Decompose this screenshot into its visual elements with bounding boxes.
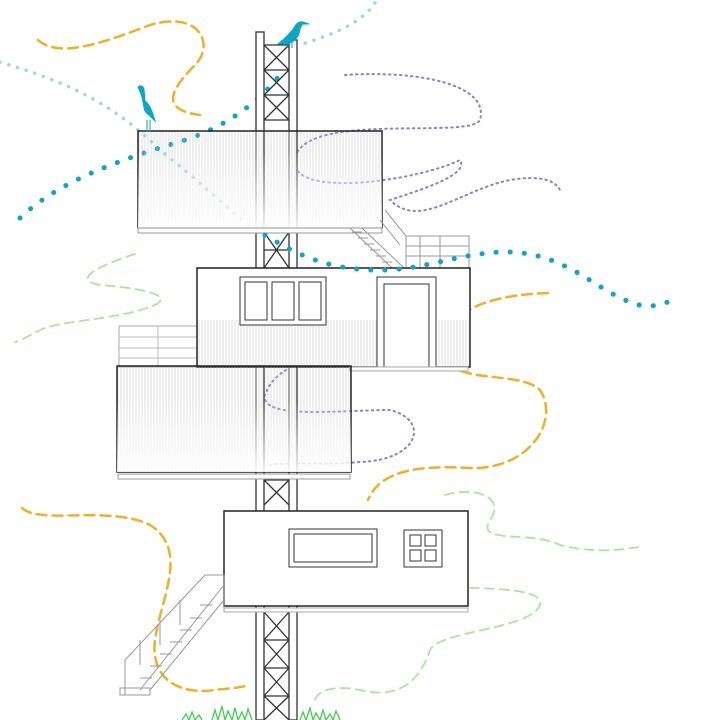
heron-bird-icon xyxy=(137,85,156,132)
middle-cabin xyxy=(118,267,471,372)
top-cabin xyxy=(137,130,383,234)
four-pane-window xyxy=(403,529,443,568)
triple-window xyxy=(239,276,327,326)
green-dashed-curve-bottom xyxy=(314,584,541,701)
teal-light-dotted-curve-top xyxy=(298,1,377,47)
teal-dotted-curve-right xyxy=(262,232,671,309)
green-dashed-curve-left xyxy=(14,253,162,343)
purple-dotted-curve-top xyxy=(293,73,561,212)
orange-dashed-curve-top xyxy=(36,20,205,117)
orange-dashed-curve-bottom xyxy=(20,506,247,693)
grass-tufts xyxy=(181,705,341,720)
door xyxy=(376,276,437,368)
heron-bird-icon xyxy=(276,21,310,48)
hatched-cabin xyxy=(116,365,352,480)
green-dashed-curve-right xyxy=(444,490,641,552)
wide-window xyxy=(288,528,378,568)
bottom-cabin xyxy=(223,510,469,613)
lower-stairs xyxy=(119,574,225,696)
upper-stairs-and-railing xyxy=(349,209,470,269)
